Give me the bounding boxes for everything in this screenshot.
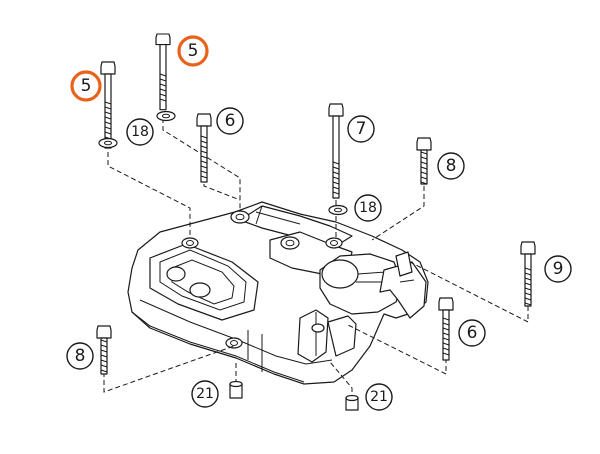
callout-5-right: 5 [177,35,209,67]
svg-text:6: 6 [225,111,236,131]
bolt-6-lower [438,297,454,361]
bolt-6-top [196,113,212,183]
svg-text:18: 18 [359,200,377,216]
bolt-boss [230,210,250,224]
washer [328,204,348,216]
bolt-boss [280,236,300,250]
callout-7: 7 [347,115,375,143]
bolt-boss [325,237,343,249]
svg-text:21: 21 [370,389,388,405]
washer [156,110,176,122]
callout-21-right: 21 [365,383,393,411]
svg-text:18: 18 [131,124,149,140]
svg-text:6: 6 [467,323,478,343]
bolt-9 [520,241,536,307]
callout-5-left: 5 [70,70,102,102]
callout-21-left: 21 [191,380,219,408]
bolt-boss [225,337,243,349]
bolt-8-lower [96,325,112,375]
svg-text:5: 5 [188,41,199,61]
callout-9: 9 [544,255,572,283]
bolt-boss [311,323,325,333]
dowel-pin [345,394,359,411]
svg-text:21: 21 [196,386,214,402]
bolt-5-right [155,33,171,111]
callout-8-lower: 8 [66,342,94,370]
callout-6-top: 6 [216,107,244,135]
valve-cover-body [127,201,429,385]
bolt-boss [181,237,199,249]
washer [98,137,118,149]
bolt-8-right [416,137,432,185]
svg-text:8: 8 [75,346,86,366]
callout-8-right: 8 [437,152,465,180]
svg-text:5: 5 [81,76,92,96]
svg-text:8: 8 [446,156,457,176]
svg-text:9: 9 [553,259,564,279]
callout-18-mid: 18 [354,194,382,222]
dowel-pin [229,380,243,399]
callout-18-top: 18 [126,118,154,146]
leader-lines [103,118,529,400]
svg-text:7: 7 [356,119,367,139]
callout-6-lower: 6 [458,319,486,347]
bolt-5-left [100,61,116,149]
bolt-7 [328,103,344,199]
